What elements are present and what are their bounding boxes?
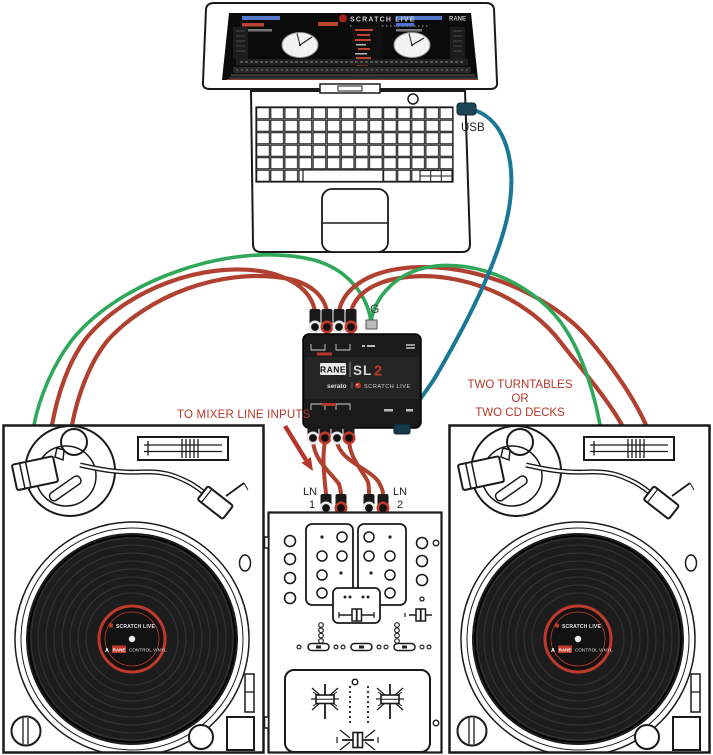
mixer-led-strips (318, 622, 400, 644)
svg-text:1: 1 (309, 499, 315, 511)
mixer-fader-section (284, 669, 431, 753)
screen-brand-text: RANE (449, 17, 466, 23)
ground-wire-right (369, 263, 602, 427)
mixer-edge-knobs (283, 534, 429, 605)
mixer-cable-1 (311, 439, 343, 496)
crossfader (336, 729, 379, 751)
sl2-input-plugs (308, 309, 378, 334)
virtual-deck-left (281, 32, 319, 58)
annotations: USB G TO MIXER LINE INPUTS TWO TURNTABLE… (177, 122, 573, 511)
line-input-1-label: LN 1 (303, 486, 317, 511)
mixer-channel-panels (305, 523, 407, 606)
software-name-text: SCRATCH LIVE (364, 384, 411, 390)
scratch-live-ui: SCRATCH LIVE RANE (226, 14, 478, 80)
mixer (263, 511, 443, 754)
usb-label: USB (461, 122, 485, 134)
sl2-logo: RANE SL 2 (320, 362, 382, 380)
rca-cable-left-2 (49, 267, 318, 428)
mixer-right-fader (404, 608, 432, 622)
rca-cable-right-1 (336, 264, 649, 428)
alt-devices-line2: OR (511, 393, 528, 405)
sl2-brand-text: RANE (320, 365, 346, 375)
scratch-live-logo-icon (339, 14, 347, 23)
mixer-switch-row (296, 642, 432, 652)
mixer-cable-3 (335, 439, 385, 496)
rca-cable-right-2 (348, 274, 625, 428)
ground-post (365, 319, 378, 330)
sl2-output-plugs (306, 423, 411, 445)
svg-text:LN: LN (303, 486, 317, 498)
screen-logo-text: SCRATCH LIVE (350, 17, 416, 24)
cables (32, 108, 649, 496)
to-mixer-label: TO MIXER LINE INPUTS (177, 409, 311, 421)
sl2-bottom-markings (310, 403, 413, 412)
ground-wire-left (32, 252, 373, 427)
sl2-usb-port (393, 423, 411, 435)
fader-scale-dots (348, 685, 370, 724)
sl2-model-digit: 2 (374, 364, 382, 380)
mixer-input-plugs (319, 494, 390, 515)
ground-label: G (370, 302, 379, 316)
sl2-serato-row: serato SCRATCH LIVE (327, 382, 411, 390)
mixer-arrow-head (301, 457, 313, 471)
usb-cable (401, 108, 514, 427)
turntable-right (450, 426, 710, 755)
mixer-arrow-shaft (283, 424, 308, 462)
rca-cable-left-1 (69, 273, 330, 428)
svg-text:2: 2 (397, 499, 403, 511)
sl2-top-markings (310, 344, 415, 351)
laptop: SCRATCH LIVE RANE (201, 2, 499, 253)
channel-fader-left (311, 684, 339, 719)
mixer-mini-panel (332, 587, 381, 624)
sl2-model-prefix: SL (353, 363, 372, 378)
virtual-deck-right (393, 32, 431, 58)
spacebar-key (302, 169, 384, 183)
alt-devices-line1: TWO TURNTABLES (468, 379, 573, 391)
alt-devices-line3: TWO CD DECKS (475, 407, 565, 419)
svg-text:LN: LN (393, 486, 407, 498)
mixer-cable-4 (347, 439, 371, 496)
usb-plug (456, 102, 477, 116)
turntable-left (4, 426, 264, 755)
mixer-cable-2 (321, 439, 328, 496)
channel-fader-right (376, 684, 404, 719)
scratch-icon (355, 382, 361, 389)
trackpad (321, 188, 389, 253)
line-input-2-label: LN 2 (393, 486, 407, 511)
power-button (407, 93, 419, 105)
serato-text: serato (327, 383, 347, 390)
sl2-interface: RANE SL 2 serato SCRATCH LIVE (302, 309, 422, 445)
